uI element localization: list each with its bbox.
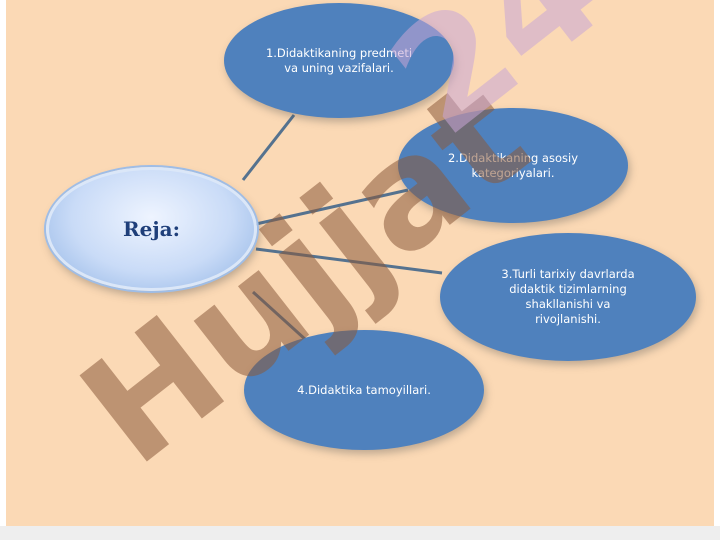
connector-lines [241, 114, 443, 342]
node-1-label: 1.Didaktikaning predmeti va uning vazifa… [265, 45, 413, 75]
connector-to-node-1 [241, 114, 296, 181]
diagram-canvas: Reja: 1.Didaktikaning predmeti va uning … [6, 0, 714, 526]
connector-to-node-4 [251, 290, 308, 342]
center-node-reja: Reja: [46, 167, 257, 291]
watermark-logo: Hujjat 24 [51, 0, 633, 498]
node-2-label: 2.Didaktikaning asosiy kategoriyalari. [447, 150, 579, 180]
node-4-label: 4.Didaktika tamoyillari. [297, 382, 431, 397]
node-2-kategoriyalari: 2.Didaktikaning asosiy kategoriyalari. [398, 108, 628, 223]
connector-to-node-2 [255, 188, 409, 226]
node-1-predmeti: 1.Didaktikaning predmeti va uning vazifa… [224, 3, 454, 118]
node-4-tamoyillari: 4.Didaktika tamoyillari. [244, 330, 484, 450]
node-3-label: 3.Turli tarixiy davrlarda didaktik tizim… [501, 267, 635, 326]
node-3-tizimlar: 3.Turli tarixiy davrlarda didaktik tizim… [440, 233, 696, 361]
connector-to-node-3 [255, 247, 443, 275]
bottom-strip [0, 526, 720, 540]
center-node-label: Reja: [123, 217, 180, 241]
